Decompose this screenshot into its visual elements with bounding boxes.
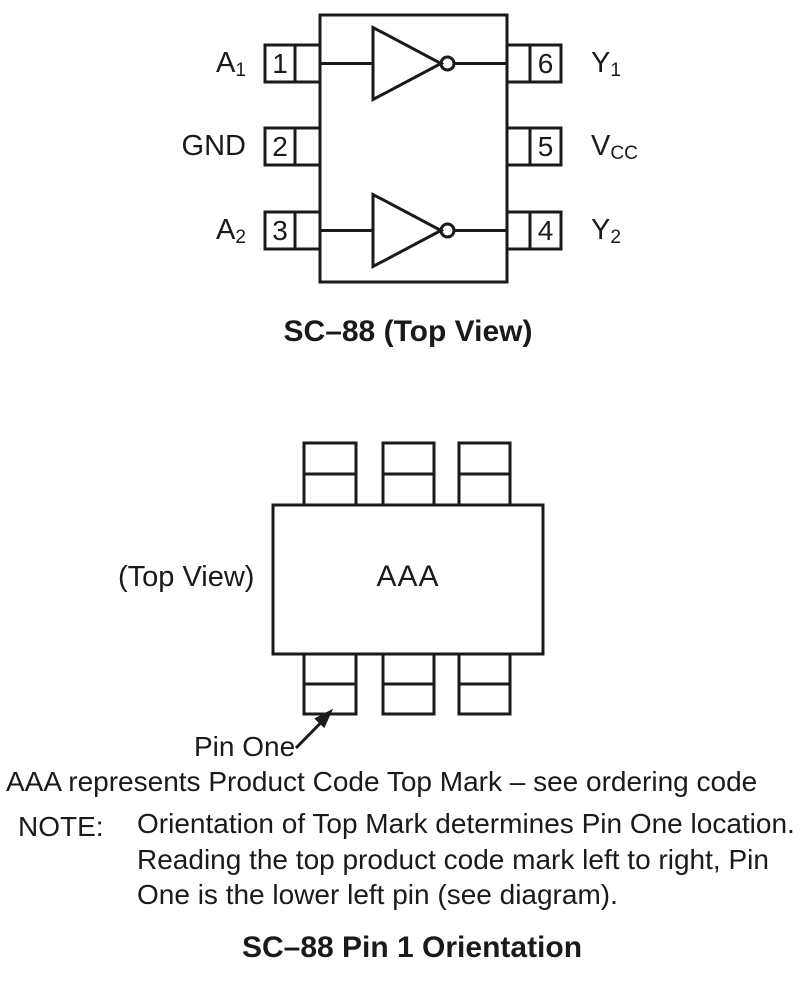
pin2-number: 2 (272, 130, 288, 162)
pin6-signal-label: Y1 (591, 47, 621, 82)
pin4-number: 4 (537, 214, 554, 246)
note-text-block: Orientation of Top Mark determines Pin O… (137, 806, 795, 913)
pin5-box (505, 126, 563, 167)
pin1-signal-sub: 1 (235, 60, 246, 82)
note-text-line2: Reading the top product code mark left t… (137, 843, 769, 875)
pin-one-arrowhead-icon (314, 708, 334, 729)
top-pad-left (302, 441, 358, 507)
bottom-pad-right (457, 652, 512, 716)
pin3-number: 3 (272, 214, 288, 246)
note-label: NOTE: (18, 811, 104, 842)
pin6-number: 6 (537, 47, 554, 79)
top-pad-middle (381, 441, 436, 507)
pin6-signal-sub: 1 (610, 60, 621, 82)
pin4-signal-main: Y (591, 214, 611, 246)
pin-one-arrow-shaft (294, 720, 324, 750)
pin3-signal-label: A2 (151, 214, 246, 249)
note-text-line1: Orientation of Top Mark determines Pin O… (137, 808, 795, 839)
pin5-signal-sub: CC (610, 143, 638, 165)
pin1-signal-main: A (216, 47, 236, 79)
pin1-number: 1 (272, 47, 288, 79)
pin4-signal-sub: 2 (610, 227, 621, 249)
pin5-signal-main: V (591, 130, 611, 162)
ic-body-outline (318, 13, 509, 284)
inverter1-symbol (320, 25, 507, 102)
bottom-diagram-caption: SC–88 Pin 1 Orientation (241, 931, 583, 964)
pin2-signal-main: GND (181, 130, 246, 162)
top-pad-right (457, 441, 512, 507)
pin-one-label: Pin One (194, 731, 296, 762)
note-text-line3: One is the lower left pin (see diagram). (137, 879, 618, 910)
top-diagram-caption: SC–88 (Top View) (283, 315, 533, 348)
orientation-view-label: (Top View) (118, 561, 255, 593)
pin2-box (263, 126, 322, 167)
bottom-pad-left-pin-one (302, 652, 358, 716)
pin4-signal-label: Y2 (591, 214, 621, 249)
pin1-signal-label: A1 (151, 47, 246, 82)
pin2-signal-label: GND (151, 132, 246, 161)
aaa-note-line: AAA represents Product Code Top Mark – s… (6, 766, 758, 797)
bottom-pad-middle (381, 652, 436, 716)
pin6-signal-main: Y (591, 47, 611, 79)
pin3-signal-sub: 2 (235, 227, 246, 249)
pin5-number: 5 (537, 130, 554, 162)
pin5-signal-label: VCC (591, 130, 638, 165)
pin3-signal-main: A (216, 214, 236, 246)
inverter2-symbol (320, 192, 507, 269)
product-code-top-mark: AAA (376, 560, 440, 593)
